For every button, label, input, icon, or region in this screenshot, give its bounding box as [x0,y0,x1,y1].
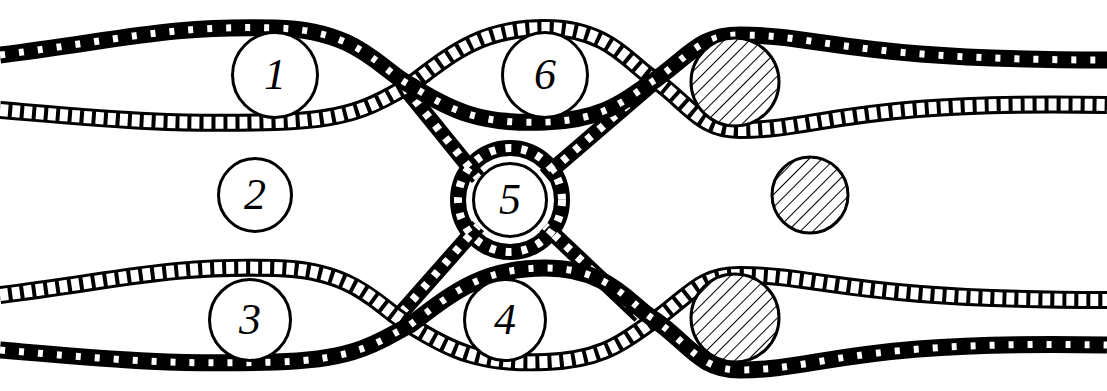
circle-number: 3 [239,298,261,342]
circle-number: 4 [494,298,516,342]
numbered-circle: 6 [501,31,589,119]
circle-number: 6 [534,53,556,97]
circle-number: 5 [499,178,521,222]
circle-number: 1 [264,53,286,97]
numbered-circle: 5 [472,162,548,238]
numbered-circle: 2 [217,157,293,233]
numbered-circle: 1 [231,31,319,119]
circle-number: 2 [244,173,266,217]
numbered-circle: 3 [208,278,292,362]
numbered-circle: 4 [463,278,547,362]
